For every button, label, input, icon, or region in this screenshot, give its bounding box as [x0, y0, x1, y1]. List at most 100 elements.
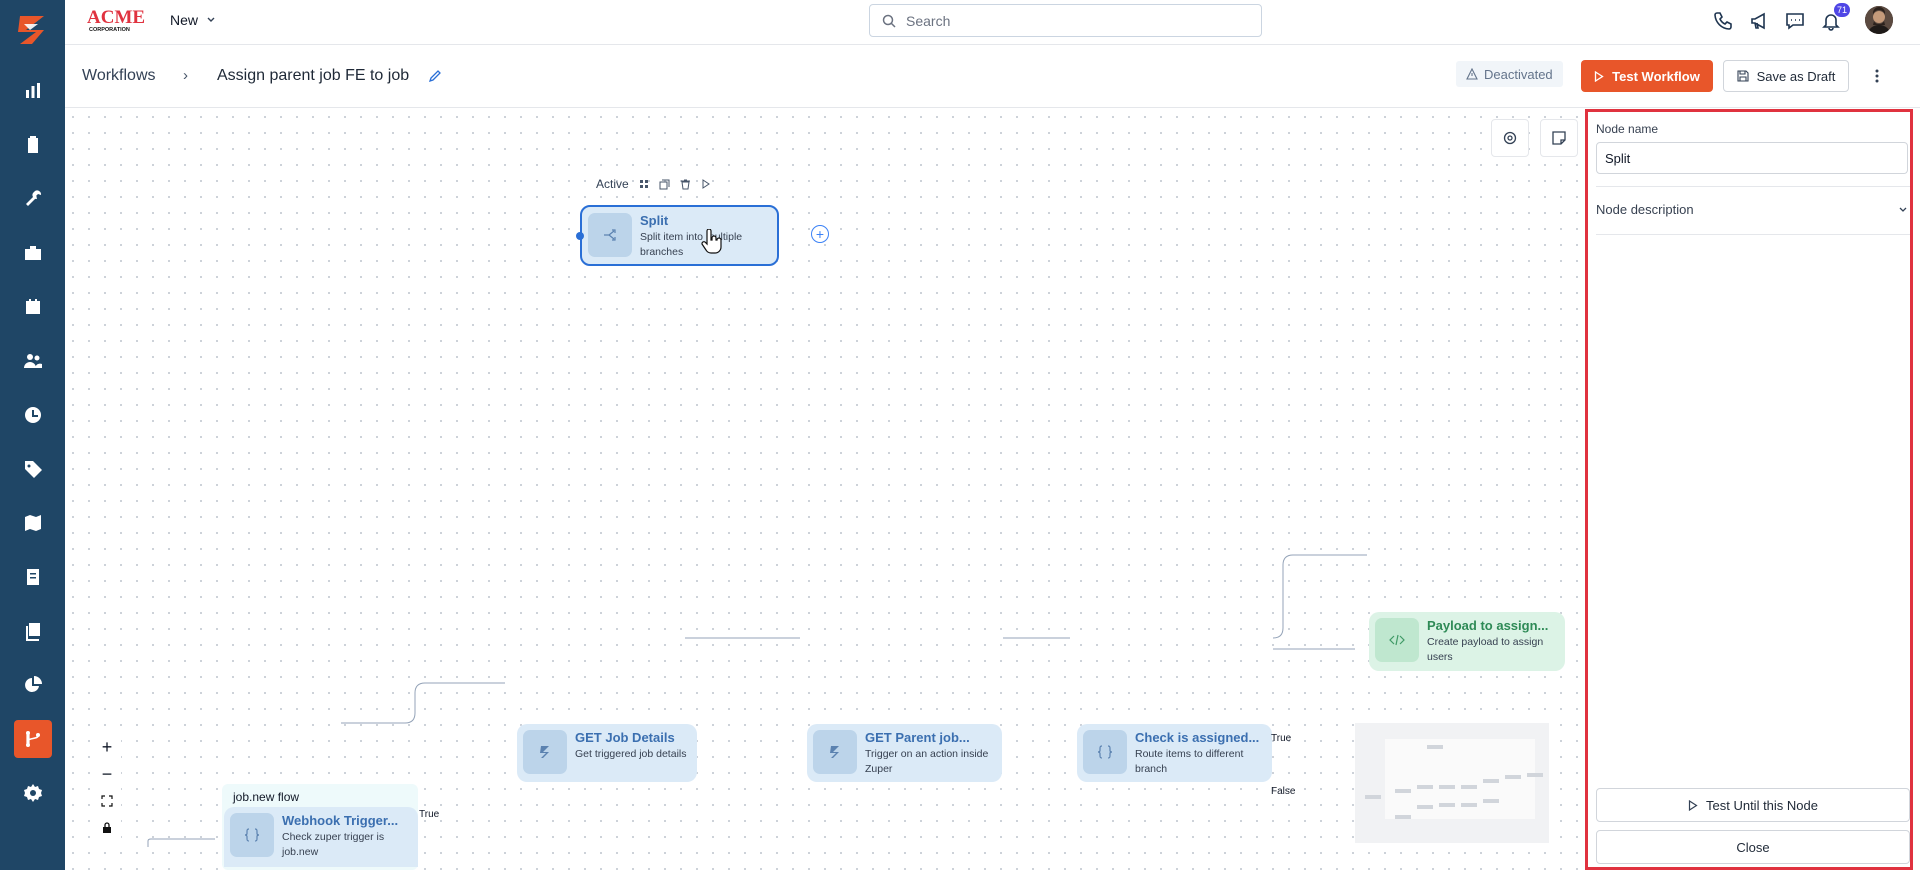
play-icon [1688, 799, 1698, 811]
page-title: Assign parent job FE to job [217, 67, 410, 84]
clock-icon [25, 407, 41, 423]
more-options-button[interactable] [1865, 63, 1889, 89]
node-input-handle[interactable] [576, 232, 584, 240]
zuper-node-icon [523, 730, 567, 774]
zoom-out-icon: − [101, 763, 113, 784]
chat-icon [1786, 13, 1804, 30]
sidebar-item-timesheet[interactable] [14, 396, 52, 434]
sidebar-item-pricing[interactable] [14, 450, 52, 488]
hand-cursor-icon [701, 229, 722, 254]
zuper-logo-icon[interactable] [12, 10, 52, 50]
sidebar-item-workflows[interactable] [14, 720, 52, 758]
lock-view-button[interactable] [93, 815, 121, 841]
acme-logo[interactable]: ACME CORPORATION [85, 5, 150, 33]
sidebar-item-analytics[interactable] [14, 666, 52, 704]
node-check-assigned[interactable]: Check is assigned... Route items to diff… [1077, 724, 1272, 782]
sidebar-item-users[interactable] [14, 342, 52, 380]
fit-view-icon [101, 795, 113, 807]
sidebar-item-invoices[interactable] [14, 558, 52, 596]
briefcase-icon [25, 246, 41, 260]
test-workflow-button[interactable]: Test Workflow [1581, 60, 1713, 92]
test-until-node-button[interactable]: Test Until this Node [1596, 788, 1910, 822]
search-box[interactable] [869, 4, 1262, 37]
add-node-button[interactable]: + [811, 225, 829, 243]
group-label: job.new flow [233, 790, 300, 804]
webhook-node-icon [230, 813, 274, 857]
sidebar-item-briefcase[interactable] [14, 234, 52, 272]
node-toolbar: Active [596, 177, 711, 191]
warning-icon [1466, 68, 1478, 80]
phone-button[interactable] [1710, 8, 1736, 34]
search-input[interactable] [906, 12, 1236, 29]
notification-badge: 71 [1833, 3, 1850, 17]
avatar[interactable] [1865, 6, 1893, 34]
play-small-icon[interactable] [701, 179, 711, 189]
breadcrumb-workflows[interactable]: Workflows [82, 67, 156, 84]
svg-text:ACME: ACME [87, 7, 145, 28]
sticky-note-button[interactable] [1540, 119, 1578, 157]
node-name-input[interactable] [1596, 142, 1908, 174]
toggle-icon[interactable] [639, 179, 649, 189]
breadcrumb-separator: › [183, 67, 188, 84]
node-title: Split [640, 213, 669, 228]
save-draft-button[interactable]: Save as Draft [1723, 60, 1849, 92]
edit-pencil-icon[interactable] [428, 69, 442, 83]
chat-button[interactable] [1782, 8, 1808, 34]
sidebar-item-reports[interactable] [14, 612, 52, 650]
sticky-note-icon [1552, 131, 1566, 145]
search-icon [882, 14, 896, 28]
workflow-canvas[interactable]: Active Split Split item into multiple br… [65, 109, 1585, 870]
router-node-icon [1083, 730, 1127, 774]
tag-icon [25, 461, 42, 478]
lock-icon [103, 822, 111, 833]
minimap-preview [1365, 739, 1543, 819]
clipboard-icon [28, 136, 38, 153]
svg-text:CORPORATION: CORPORATION [89, 27, 130, 33]
node-get-parent-job[interactable]: GET Parent job... Trigger on an action i… [807, 724, 1002, 782]
node-split[interactable]: Split Split item into multiple branches [580, 205, 779, 266]
tools-icon [26, 190, 42, 206]
pie-chart-icon [25, 676, 42, 692]
node-description: Create payload to assign users [1427, 636, 1544, 663]
calendar-icon [26, 299, 40, 314]
announcement-button[interactable] [1746, 8, 1772, 34]
node-description-label: Node description [1596, 202, 1694, 217]
edge-label-true: True [1271, 733, 1292, 744]
edge-label-true: True [419, 809, 440, 820]
node-active-label: Active [596, 177, 629, 191]
close-button[interactable]: Close [1596, 830, 1910, 864]
node-description: Get triggered job details [575, 748, 687, 760]
sidebar-item-map[interactable] [14, 504, 52, 542]
zoom-in-icon: + [101, 736, 113, 757]
gear-icon [24, 784, 42, 802]
fit-view-button[interactable] [93, 788, 121, 814]
node-webhook-trigger[interactable]: Webhook Trigger... Check zuper trigger i… [224, 807, 418, 867]
sidebar-item-calendar[interactable] [14, 288, 52, 326]
trash-icon[interactable] [680, 179, 691, 190]
canvas-settings-button[interactable] [1491, 119, 1529, 157]
node-description: Check zuper trigger is job.new [282, 831, 385, 858]
zoom-out-button[interactable]: − [93, 761, 121, 787]
node-get-job-details[interactable]: GET Job Details Get triggered job detail… [517, 724, 697, 782]
status-text: Deactivated [1484, 66, 1553, 82]
top-bar: ACME CORPORATION New 71 [65, 0, 1920, 45]
sidebar-item-jobs[interactable] [14, 126, 52, 164]
node-description-accordion[interactable]: Node description [1596, 202, 1908, 217]
node-name-label: Node name [1596, 122, 1659, 136]
new-menu-button[interactable]: New [170, 12, 216, 28]
node-payload[interactable]: Payload to assign... Create payload to a… [1369, 612, 1565, 671]
workflow-icon [26, 731, 40, 747]
save-draft-label: Save as Draft [1756, 68, 1836, 84]
sidebar-item-dashboard[interactable] [14, 72, 52, 110]
bell-icon [1822, 14, 1840, 31]
sidebar-item-settings[interactable] [14, 774, 52, 812]
copy-icon[interactable] [659, 179, 670, 190]
minimap[interactable] [1355, 723, 1549, 843]
sidebar-item-tools[interactable] [14, 180, 52, 218]
zuper-icon [540, 746, 549, 758]
node-settings-panel: Node name Node description Test Until th… [1585, 109, 1913, 870]
notifications-button[interactable]: 71 [1818, 3, 1850, 34]
zoom-in-button[interactable]: + [93, 734, 121, 760]
divider [1596, 186, 1910, 187]
bar-chart-icon [26, 83, 40, 98]
